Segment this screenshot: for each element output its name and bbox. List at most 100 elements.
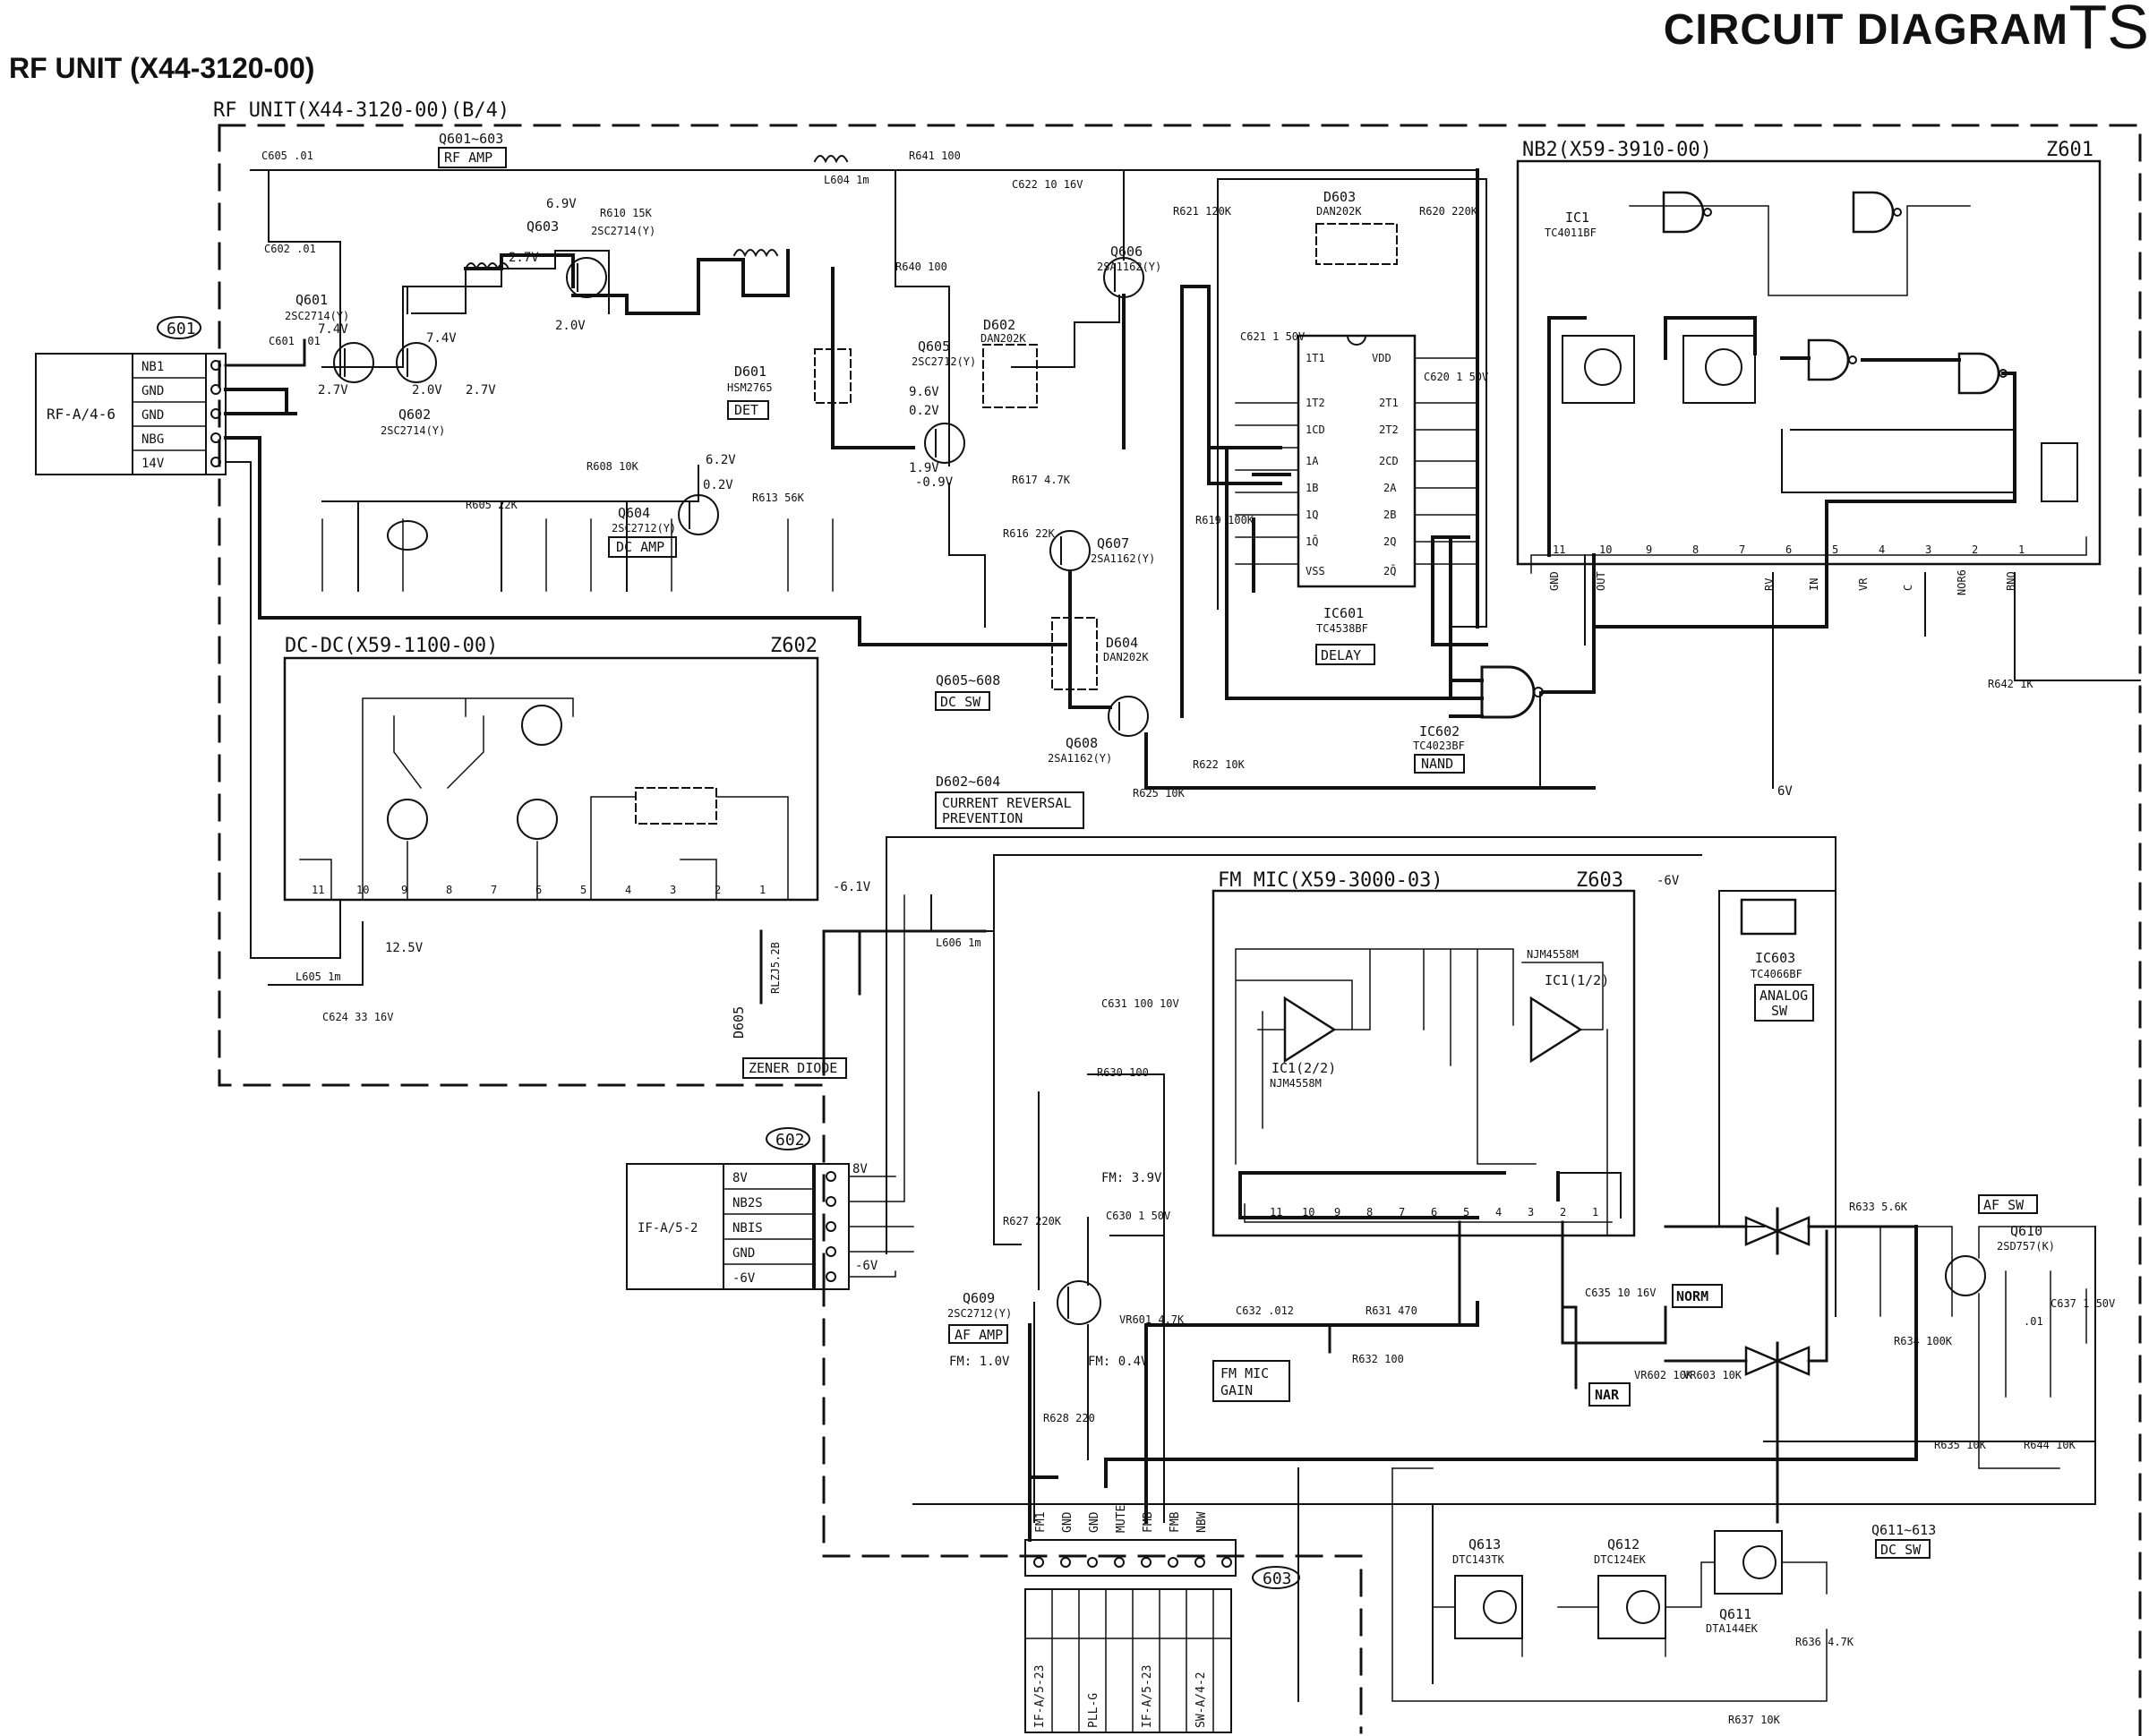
c601-pin-gnd2: GND — [141, 408, 164, 423]
fmmic-pin-6: 6 — [1431, 1206, 1437, 1219]
dcdc-code: Z602 — [770, 635, 818, 657]
label-c605: C605 .01 — [261, 150, 313, 162]
nb2-pinname-out: OUT — [1595, 571, 1607, 591]
label-r636: R636 4.7K — [1795, 1636, 1854, 1648]
delay-label: DELAY — [1321, 647, 1361, 663]
c602-pin-nb2s: NB2S — [732, 1196, 763, 1210]
label-r632: R632 100 — [1352, 1353, 1404, 1365]
voltage-14: -0.9V — [915, 475, 954, 490]
ic601-pin-l4: 1A — [1306, 455, 1319, 467]
ic602-ref: IC602 — [1419, 723, 1460, 740]
ic603-part: TC4066BF — [1751, 968, 1802, 980]
connector-603-id: 603 — [1263, 1569, 1292, 1588]
ic603-box — [1740, 898, 1797, 936]
label-r622: R622 10K — [1193, 758, 1246, 771]
label-c630: C630 1 50V — [1106, 1210, 1170, 1222]
label-r642: R642 1K — [1988, 678, 2033, 690]
fmmic-title: FM MIC(X59-3000-03) — [1218, 869, 1443, 892]
voltage-15: 12.5V — [385, 941, 424, 955]
voltage-8: 2.7V — [466, 383, 496, 398]
analog-sw-box — [1754, 984, 1814, 1022]
connector-601 — [35, 316, 227, 475]
c602-pin-8v: 8V — [732, 1171, 748, 1185]
nb2-pinname-nor6: NOR6 — [1956, 569, 1968, 595]
label-c631: C631 100 10V — [1101, 997, 1179, 1010]
q603-ref: Q603 — [527, 218, 559, 235]
q605-part: 2SC2712(Y) — [912, 355, 976, 368]
q605-transistor — [924, 423, 965, 464]
voltage-9: 6.2V — [706, 453, 736, 467]
nand-box — [1414, 754, 1465, 774]
af-amp-box — [948, 1324, 1008, 1344]
rf-amp-label: RF AMP — [444, 150, 492, 166]
fmmic-pin-11: 11 — [1270, 1206, 1282, 1219]
fmmic-pin-9: 9 — [1334, 1206, 1340, 1219]
c603-pin-fm1: FM1 — [1034, 1512, 1048, 1533]
fmmic-pin-5: 5 — [1463, 1206, 1469, 1219]
dc-sw2-label: DC SW — [1880, 1542, 1922, 1558]
q611-ref: Q611 — [1719, 1606, 1751, 1622]
ic1-gate-3-4 — [1662, 191, 1712, 234]
ic601-part: TC4538BF — [1316, 622, 1368, 635]
fmmic-pin-10: 10 — [1302, 1206, 1314, 1219]
dcdc-pin-4: 4 — [625, 884, 631, 896]
ic601-pin-r5: 2A — [1383, 482, 1397, 494]
label-r621: R621 120K — [1173, 205, 1232, 218]
af-amp-label: AF AMP — [955, 1327, 1003, 1343]
label-r613: R613 56K — [752, 492, 805, 504]
ic602-part: TC4023BF — [1413, 740, 1465, 752]
dc-sw-box — [935, 691, 990, 711]
nb2-pin-7: 7 — [1739, 543, 1745, 556]
q603-transistor — [566, 257, 607, 298]
nb2-pinname-gnd: GND — [1548, 571, 1561, 591]
c601-pin-14v: 14V — [141, 457, 165, 471]
ic601-pin-l5: 1B — [1306, 482, 1318, 494]
nb2-pinname-rv: RV — [1763, 578, 1776, 591]
nb2-ic1-ref: IC1 — [1565, 210, 1589, 226]
connector-603 — [1024, 1539, 1300, 1733]
c603-pin-gnd1: GND — [1061, 1511, 1074, 1533]
dcdc-pin-9: 9 — [401, 884, 407, 896]
label-c637: C637 1 50V — [2051, 1297, 2115, 1310]
q602-ref: Q602 — [398, 406, 431, 423]
c603-pin-fmb2: FMB — [1169, 1511, 1182, 1533]
q607-part: 2SA1162(Y) — [1091, 552, 1155, 565]
q612-ref: Q612 — [1607, 1536, 1640, 1552]
l602-coil — [464, 262, 510, 271]
label-r617: R617 4.7K — [1012, 474, 1071, 486]
d605-ref: D605 — [731, 1006, 747, 1039]
connector-602-id: 602 — [775, 1131, 805, 1150]
d603-ref: D603 — [1323, 189, 1356, 205]
voltage-13: 1.9V — [909, 461, 939, 475]
d601-box — [814, 348, 852, 404]
label-vr603: VR603 10K — [1683, 1369, 1742, 1381]
ic601-pin-r2: 2T1 — [1379, 397, 1399, 409]
af-sw-box — [1978, 1194, 2038, 1214]
nb2-pinname-bno: BNO — [2005, 571, 2017, 591]
connector-602-target: IF-A/5-2 — [638, 1221, 698, 1236]
label-l606: L606 1m — [936, 936, 981, 949]
label-c622: C622 10 16V — [1012, 178, 1083, 191]
fmmic-ic2-part: NJM4558M — [1270, 1077, 1322, 1090]
c602-pin-m6v: -6V — [732, 1271, 756, 1286]
label-c621: C621 1 50V — [1240, 330, 1305, 343]
label-r619: R619 100K — [1195, 514, 1254, 526]
label-l605: L605 1m — [295, 971, 341, 983]
fmmic-block-frame — [1211, 889, 1636, 1237]
c603-pin-fmb1: FMB — [1142, 1511, 1155, 1533]
d602-box — [982, 344, 1038, 408]
voltage-5: 2.0V — [412, 383, 442, 398]
ic601-pin-l6: 1Q — [1306, 509, 1318, 521]
voltage-18: -6V — [855, 1259, 878, 1273]
label-r644: R644 10K — [2024, 1439, 2076, 1451]
l604-coil — [813, 155, 849, 164]
fm-mic-gain-line1: FM MIC — [1220, 1365, 1269, 1381]
model-tag: TS — [2068, 0, 2149, 62]
ic601-pin-r8: 2Q̄ — [1383, 565, 1396, 577]
fmmic-opamp-2-2 — [1283, 996, 1337, 1064]
voltage-17: 8V — [852, 1162, 868, 1176]
q609-part: 2SC2712(Y) — [947, 1307, 1012, 1320]
nb2-pin-11: 11 — [1553, 543, 1565, 556]
q613-part: DTC143TK — [1452, 1553, 1505, 1566]
label-r605: R605 22K — [466, 499, 518, 511]
